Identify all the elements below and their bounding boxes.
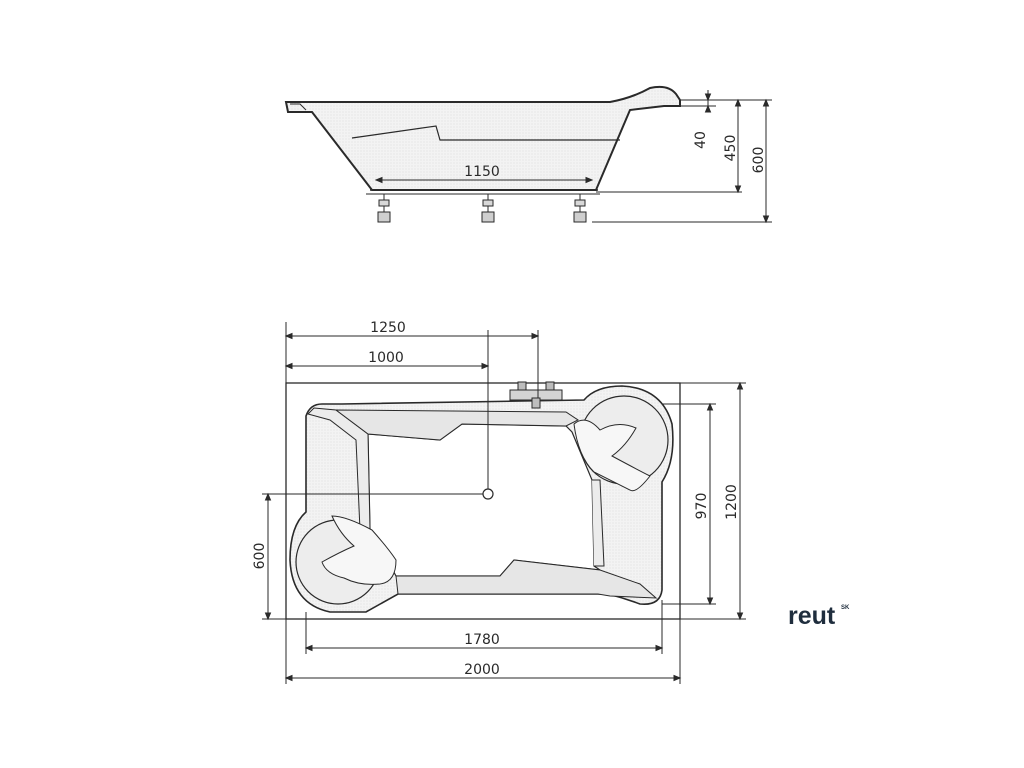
brand-logo: reut SK [788, 602, 850, 630]
label-top-center-offset: 1000 [368, 350, 404, 366]
dim-top-2000 [284, 619, 682, 684]
dim-top-970 [662, 402, 716, 606]
side-view-legs [377, 194, 587, 223]
label-side-depth: 450 [723, 135, 739, 162]
side-view-tub-body [284, 85, 681, 191]
top-view-headrest-right-insert [573, 419, 651, 492]
label-top-inner-length: 1780 [464, 632, 500, 648]
side-view-extension-lines [592, 90, 772, 224]
dim-top-1200 [680, 381, 746, 621]
brand-suffix: SK [841, 605, 850, 611]
dim-side-1150 [374, 176, 594, 184]
brand-name: reut [788, 602, 836, 630]
label-top-inner-width: 970 [694, 493, 710, 520]
label-side-rim: 40 [693, 131, 709, 149]
side-view-seat-line [351, 125, 620, 141]
top-view-outer-rim [285, 382, 681, 620]
label-top-drain-offset: 1250 [370, 320, 406, 336]
dim-top-1000 [284, 362, 490, 370]
top-view-seat-bottom [395, 559, 658, 599]
label-top-headrest-offset: 600 [252, 543, 268, 570]
dim-top-1780 [304, 600, 664, 654]
label-side-total-height: 600 [751, 147, 767, 174]
label-top-total-width: 1200 [724, 484, 740, 520]
top-view-backrest-top [334, 409, 579, 441]
dim-top-600 [262, 492, 286, 621]
top-view-faucet [509, 381, 563, 409]
side-view [284, 85, 772, 224]
label-top-total-length: 2000 [464, 662, 500, 678]
top-view-drain [482, 488, 494, 500]
label-side-inner-length: 1150 [464, 164, 500, 180]
dim-top-1250 [284, 322, 540, 383]
top-view-headrest-left-insert [321, 515, 397, 585]
top-view-floor-frame [367, 423, 601, 577]
top-view [262, 322, 746, 684]
